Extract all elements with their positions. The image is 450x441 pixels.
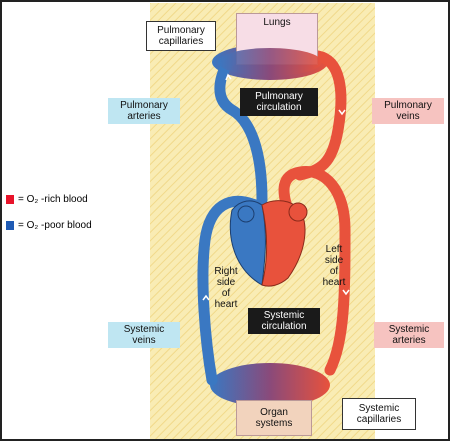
legend-o2-poor: = O₂ -poor blood: [6, 220, 92, 231]
pulmonary-capillaries-label: Pulmonary capillaries: [146, 21, 216, 51]
lungs-label: Lungs: [263, 17, 290, 28]
legend-o2-poor-label: = O₂ -poor blood: [18, 220, 92, 231]
systemic-arteries-label: Systemic arteries: [374, 322, 444, 348]
right-side-of-heart-label: Right side of heart: [204, 266, 248, 310]
right-atrium: [238, 206, 254, 222]
pulmonary-circulation-label: Pulmonary circulation: [240, 88, 318, 116]
lungs-box: Lungs: [236, 13, 318, 65]
left-side-of-heart-label: Left side of heart: [312, 244, 356, 288]
legend-swatch-red: [6, 195, 14, 204]
pulmonary-arteries-label: Pulmonary arteries: [108, 98, 180, 124]
legend-o2-rich-label: = O₂ -rich blood: [18, 194, 88, 205]
systemic-circulation-label: Systemic circulation: [248, 308, 320, 334]
left-atrium: [289, 203, 307, 221]
pulmonary-veins-label: Pulmonary veins: [372, 98, 444, 124]
legend-o2-rich: = O₂ -rich blood: [6, 194, 88, 205]
organ-systems-label: Organ systems: [236, 400, 312, 436]
systemic-capillaries-label: Systemic capillaries: [342, 398, 416, 430]
systemic-veins-label: Systemic veins: [108, 322, 180, 348]
legend-swatch-blue: [6, 221, 14, 230]
